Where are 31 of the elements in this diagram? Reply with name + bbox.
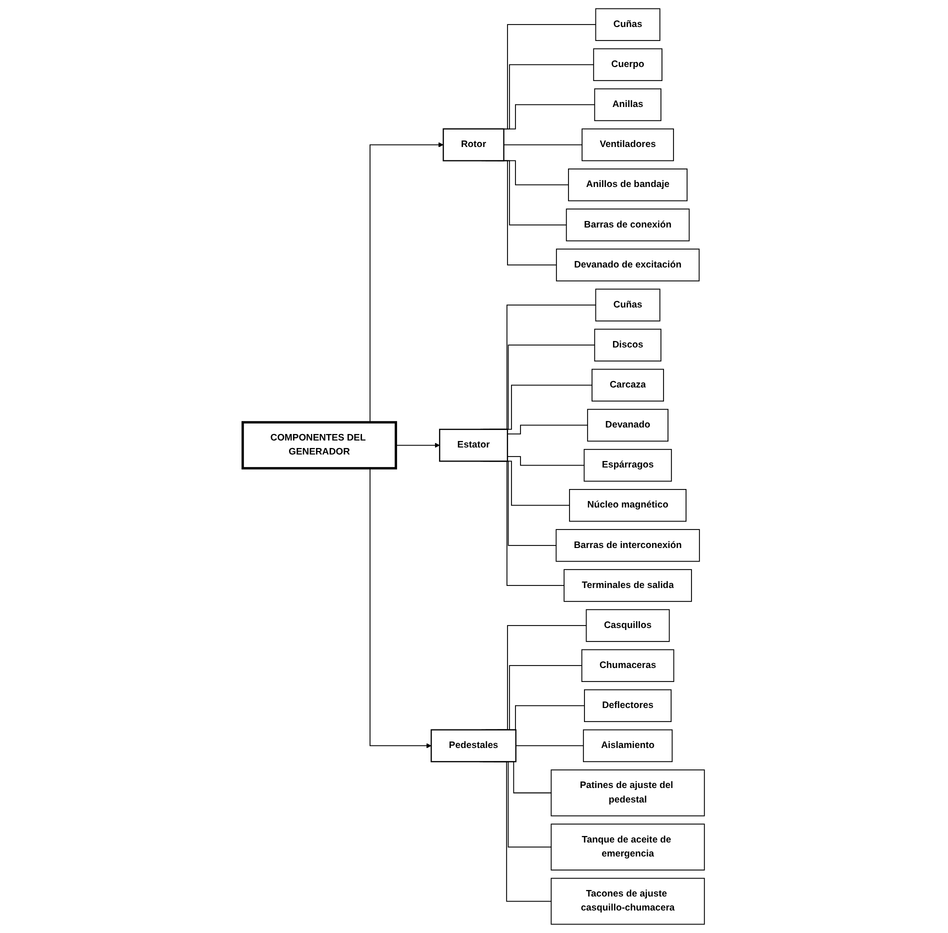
node-box: Tacones de ajuste casquillo-chumacera [551,878,706,925]
connector [516,745,584,746]
node-box: Cuñas [596,8,661,41]
node-box: Ventiladores [582,128,674,162]
node-box: Discos [594,328,662,362]
node-box: Núcleo magnético [570,489,687,522]
node-box: Estator [440,428,508,462]
node-box: Cuñas [596,288,661,322]
node-box: Terminales de salida [564,569,692,602]
node-box: Devanado de excitación [556,248,700,282]
node-box: Aislamiento [583,729,674,762]
arrow [396,442,440,448]
node-box: Barras de conexión [566,208,690,242]
connector [504,144,583,146]
node-box: Tanque de aceite de emergencia [551,824,706,871]
node-box: COMPONENTES DEL GENERADOR [242,421,398,470]
connector [507,456,586,466]
node-box: Espárragos [584,448,672,482]
node-box: Rotor [443,128,505,162]
node-box: Barras de interconexión [556,529,700,562]
node-box: Anillas [594,88,662,122]
node-box: Devanado [588,408,669,442]
node-box: Deflectores [584,689,672,722]
node-box: Anillos de bandaje [568,168,688,202]
node-box: Cuerpo [594,48,663,82]
node-box: Casquillos [586,609,670,642]
node-box: Pedestales [431,729,517,762]
connector [507,424,588,434]
node-box: Chumaceras [582,649,675,682]
node-box: Patines de ajuste del pedestal [551,769,706,816]
node-box: Carcaza [592,368,664,402]
